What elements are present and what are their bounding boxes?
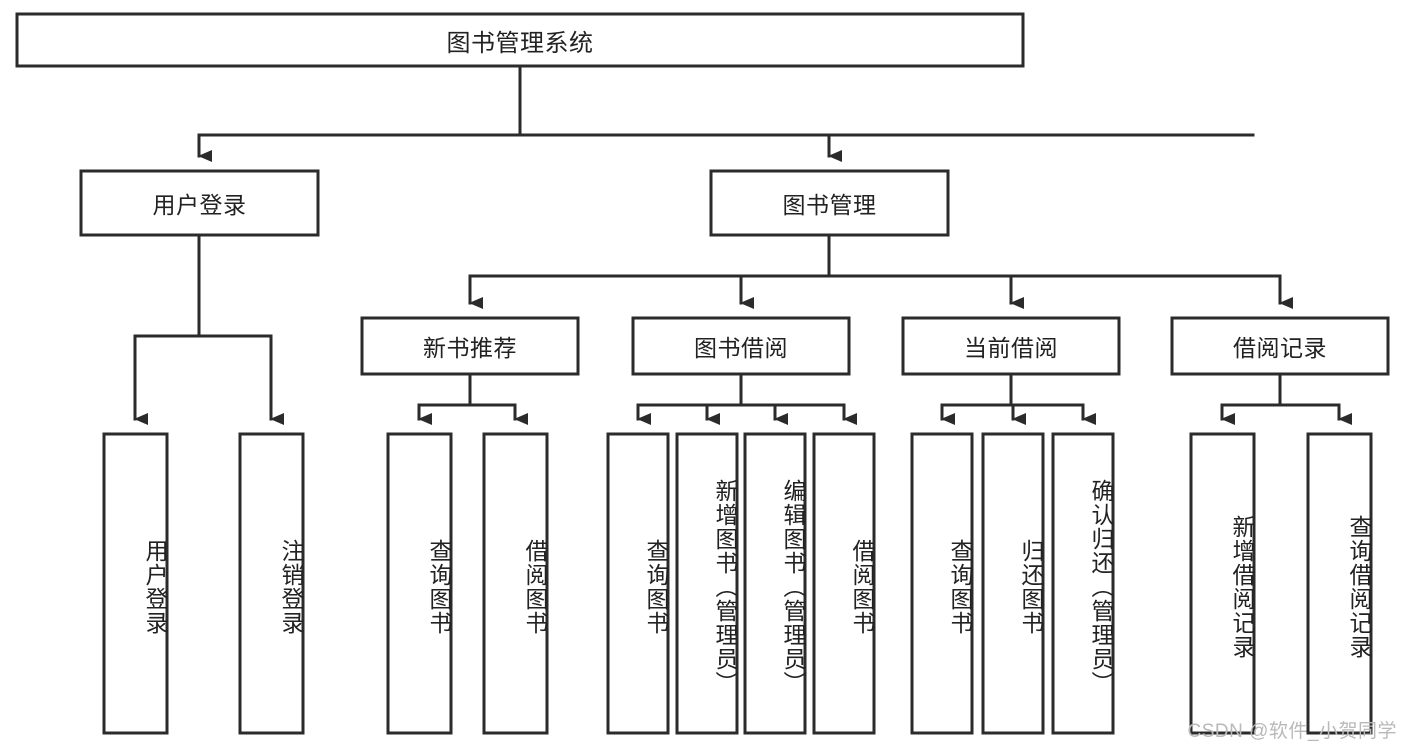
node-box-user-logout[interactable] [238,432,305,735]
node-box-query-borrow-record[interactable] [1306,432,1373,735]
connector-new-book-recommend-to-leaves [417,372,528,425]
node-box-borrow-book-2[interactable] [812,432,876,735]
connector-book-borrow-to-leaves [636,372,857,425]
csdn-watermark: CSDN @软件_小贺同学 [1187,721,1397,742]
node-box-return-book[interactable] [981,432,1045,735]
node-box-borrow-book-1[interactable] [482,432,549,735]
node-box-user-login[interactable] [79,169,320,237]
node-box-query-book-1[interactable] [386,432,453,735]
node-box-query-book-2[interactable] [606,432,670,735]
node-box-book-manage[interactable] [709,169,950,237]
connector-current-borrow-to-leaves [940,372,1096,425]
connector-root-to-level1 [197,64,1255,162]
node-box-book-borrow[interactable] [631,316,851,376]
node-box-borrow-record[interactable] [1170,316,1390,376]
node-box-add-book-admin[interactable] [675,432,739,735]
node-box-current-borrow[interactable] [901,316,1121,376]
node-box-edit-book-admin[interactable] [743,432,807,735]
connector-borrow-record-to-leaves [1220,372,1352,425]
node-box-query-book-3[interactable] [910,432,974,735]
node-box-new-book-recommend[interactable] [360,316,580,376]
node-box-add-borrow-record[interactable] [1189,432,1256,735]
node-box-confirm-return-admin[interactable] [1051,432,1115,735]
node-box-user-login-do[interactable] [102,432,169,735]
connector-book-manage-to-level2 [468,233,1293,309]
connector-user-login-to-leaves [133,233,284,425]
node-box-root[interactable] [15,12,1025,68]
